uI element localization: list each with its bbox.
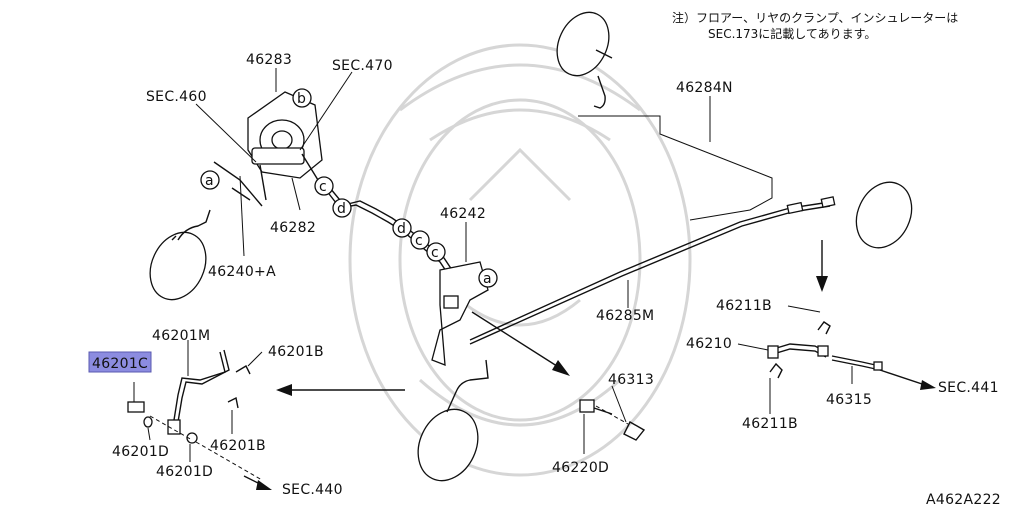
svg-text:d: d bbox=[337, 201, 346, 217]
label-46313[interactable]: 46313 bbox=[608, 372, 654, 388]
front-right-disc bbox=[556, 11, 613, 109]
label-sec460[interactable]: SEC.460 bbox=[146, 89, 207, 105]
label-46282[interactable]: 46282 bbox=[270, 220, 316, 236]
label-46201C[interactable]: 46201C bbox=[92, 356, 148, 372]
label-46242[interactable]: 46242 bbox=[440, 206, 486, 222]
svg-text:a: a bbox=[483, 271, 492, 287]
label-46220D[interactable]: 46220D bbox=[552, 460, 609, 476]
label-46240A[interactable]: 46240+A bbox=[208, 264, 276, 280]
note-line-2: SEC.173に記載してあります。 bbox=[708, 26, 876, 41]
direction-arrows bbox=[243, 240, 936, 490]
rear-left-disc bbox=[417, 359, 489, 482]
hose-46210-detail bbox=[767, 321, 883, 379]
front-left-disc bbox=[149, 209, 211, 301]
label-sec440[interactable]: SEC.440 bbox=[282, 482, 343, 498]
label-46201B-top[interactable]: 46201B bbox=[268, 344, 324, 360]
svg-text:c: c bbox=[319, 179, 327, 195]
marker-b: b bbox=[292, 88, 312, 108]
label-46210[interactable]: 46210 bbox=[686, 336, 732, 352]
marker-c: c bbox=[426, 242, 446, 262]
marker-c: c bbox=[314, 176, 334, 196]
label-46315[interactable]: 46315 bbox=[826, 392, 872, 408]
label-46201D-bot[interactable]: 46201D bbox=[156, 464, 213, 480]
watermark-emblem bbox=[348, 43, 692, 477]
hose-46201M-detail bbox=[127, 349, 263, 481]
diagram-id: A462A222 bbox=[926, 492, 1001, 508]
label-46285M[interactable]: 46285M bbox=[596, 308, 654, 324]
label-46201M[interactable]: 46201M bbox=[152, 328, 210, 344]
part-labels: 46283 SEC.470 SEC.460 46284N 46282 46242… bbox=[92, 52, 999, 498]
marker-a: a bbox=[478, 268, 498, 288]
master-cylinder-assembly bbox=[213, 91, 331, 207]
marker-d: d bbox=[392, 218, 412, 238]
rear-brake-lines bbox=[469, 115, 836, 345]
label-46284N[interactable]: 46284N bbox=[676, 80, 733, 96]
leader-lines bbox=[133, 68, 853, 462]
label-sec441[interactable]: SEC.441 bbox=[938, 380, 999, 396]
circle-markers: a b c d d c c a bbox=[200, 88, 498, 288]
label-46283[interactable]: 46283 bbox=[246, 52, 292, 68]
svg-text:d: d bbox=[397, 221, 406, 237]
svg-text:c: c bbox=[415, 233, 423, 249]
marker-c: c bbox=[410, 230, 430, 250]
note-line-1: 注）フロアー、リヤのクランプ、インシュレーターは bbox=[672, 10, 958, 25]
label-sec470[interactable]: SEC.470 bbox=[332, 58, 393, 74]
marker-a: a bbox=[200, 170, 220, 190]
svg-text:c: c bbox=[431, 245, 439, 261]
label-46201D-left[interactable]: 46201D bbox=[112, 444, 169, 460]
label-46211B-bot[interactable]: 46211B bbox=[742, 416, 798, 432]
rear-right-disc bbox=[855, 181, 913, 249]
label-46201B-bot[interactable]: 46201B bbox=[210, 438, 266, 454]
label-46211B-top[interactable]: 46211B bbox=[716, 298, 772, 314]
svg-text:b: b bbox=[297, 91, 306, 107]
marker-d: d bbox=[332, 198, 352, 218]
highlight-46201C bbox=[88, 351, 152, 373]
svg-text:a: a bbox=[205, 173, 214, 189]
union-46313-detail bbox=[579, 399, 646, 441]
